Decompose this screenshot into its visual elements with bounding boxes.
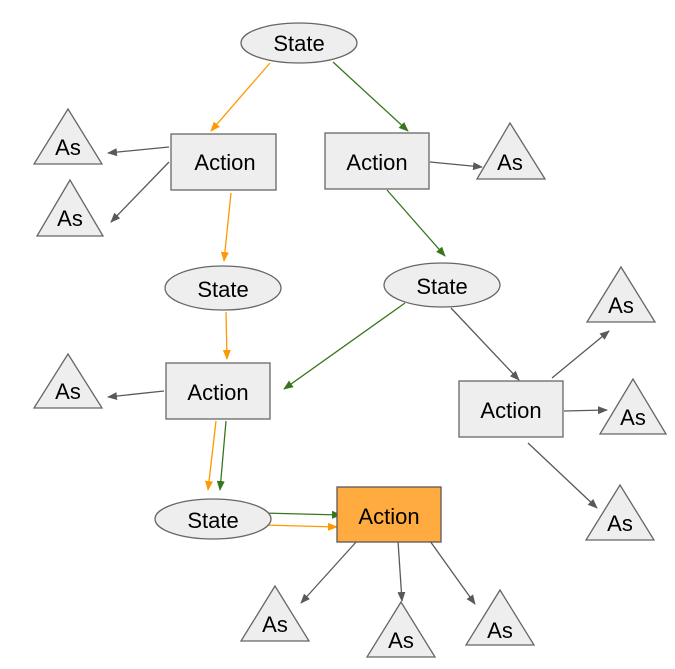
edge-s4-a5-green: [261, 510, 342, 519]
edge-a3-s4-green: [216, 420, 227, 491]
state-node: State: [154, 498, 272, 540]
edge-a3-s4-orange: [205, 420, 217, 491]
state-label: State: [197, 277, 248, 302]
as-triangle-node: As: [35, 178, 105, 237]
edge-s2-a3: [222, 311, 231, 360]
as-triangle-node: As: [464, 588, 536, 646]
edge-a5-t10: [429, 540, 476, 605]
action-label: Action: [187, 380, 248, 405]
edge-a4-t7: [527, 442, 598, 509]
edge-s4-a5-orange: [261, 522, 338, 531]
edge-a4-t5: [551, 330, 610, 379]
edge-s3-a4: [450, 307, 520, 381]
action-node-highlighted: Action: [336, 486, 442, 543]
as-triangle-node: As: [598, 377, 668, 435]
as-label: As: [497, 150, 523, 175]
edge-a2-s3: [386, 189, 446, 257]
edge-s1-a1: [210, 62, 271, 132]
as-label: As: [607, 511, 633, 536]
as-triangle-node: As: [32, 107, 104, 165]
as-triangle-node: As: [239, 584, 311, 642]
action-node: Action: [458, 380, 564, 438]
edge-a1-t2: [110, 161, 170, 223]
as-triangle-node: As: [585, 265, 657, 323]
edge-a3-t4: [107, 390, 165, 401]
action-node: Action: [165, 362, 271, 420]
action-label: Action: [346, 150, 407, 175]
as-label: As: [55, 379, 81, 404]
edge-a5-t9: [397, 540, 406, 602]
action-node: Action: [170, 133, 277, 191]
action-label: Action: [480, 398, 541, 423]
edge-s3-a3: [283, 302, 406, 390]
as-triangle-node: As: [32, 352, 104, 409]
nodes-layer: State Action Action As As As Sta: [32, 22, 668, 658]
edges-layer: [107, 61, 610, 605]
action-node: Action: [324, 132, 430, 190]
action-label: Action: [194, 150, 255, 175]
edge-a2-t3: [429, 161, 483, 171]
state-node: State: [383, 262, 501, 308]
state-node: State: [164, 265, 282, 311]
edge-a5-t8: [300, 540, 358, 604]
edge-s1-a2: [332, 61, 409, 132]
as-label: As: [487, 618, 513, 643]
state-label: State: [416, 274, 467, 299]
as-triangle-node: As: [365, 600, 437, 658]
as-triangle-node: As: [475, 121, 547, 180]
state-label: State: [273, 31, 324, 56]
as-label: As: [620, 405, 646, 430]
edge-a1-s2: [220, 192, 232, 262]
as-label: As: [57, 206, 83, 231]
as-label: As: [608, 293, 634, 318]
as-label: As: [262, 612, 288, 637]
as-triangle-node: As: [584, 483, 656, 541]
state-node: State: [240, 22, 358, 64]
action-label: Action: [358, 504, 419, 529]
as-label: As: [388, 628, 414, 653]
state-label: State: [187, 508, 238, 533]
edge-a1-t1: [107, 146, 170, 157]
as-label: As: [55, 135, 81, 160]
edge-a4-t6: [563, 406, 608, 415]
